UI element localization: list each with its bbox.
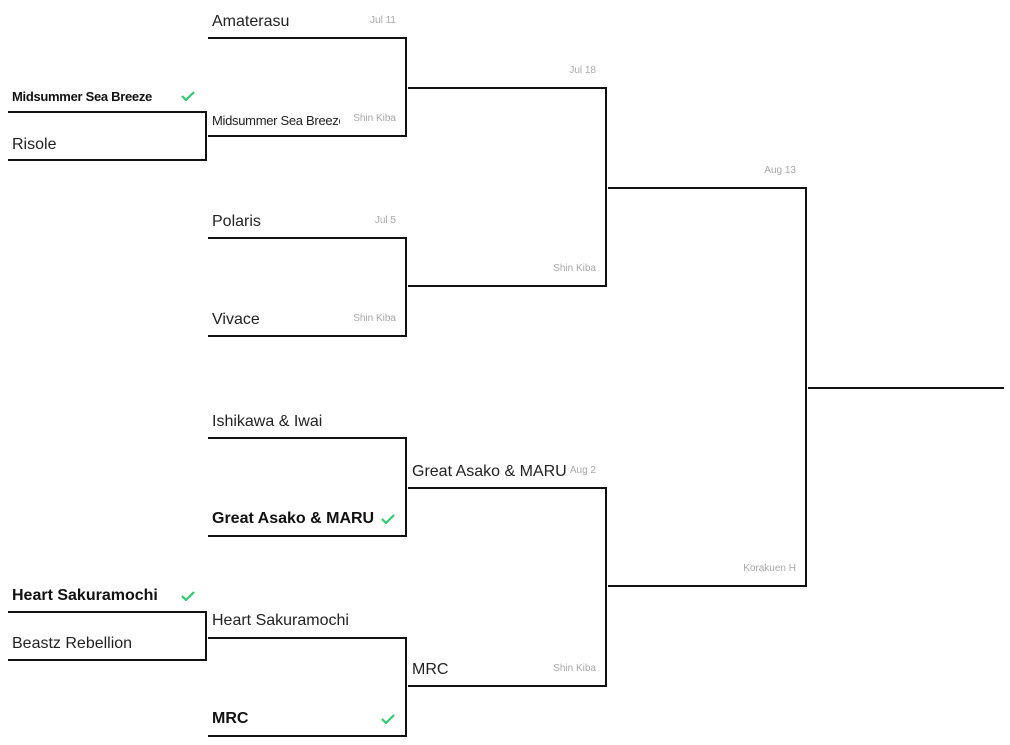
r1-m4-top[interactable]: Heart Sakuramochi: [212, 612, 349, 629]
r1-m2-top[interactable]: Polaris: [212, 213, 261, 230]
r2-m2-date: Aug 2: [569, 465, 596, 476]
r1-m3-bottom[interactable]: Great Asako & MARU: [212, 510, 375, 527]
check-icon: [381, 714, 395, 724]
r2-m2-top[interactable]: Great Asako & MARU: [412, 463, 567, 480]
r0-m2-loser[interactable]: Beastz Rebellion: [12, 635, 133, 652]
r2-m1-date: Jul 18: [569, 65, 596, 76]
r0-m1-winner[interactable]: Midsummer Sea Breeze: [12, 89, 152, 104]
final-date: Aug 13: [764, 165, 796, 176]
r1-m1-date: Jul 11: [370, 15, 396, 26]
check-icon: [181, 91, 195, 101]
r0-m1-loser[interactable]: Risole: [12, 136, 57, 153]
r1-m2-date: Jul 5: [374, 215, 396, 226]
r0-m1-connector: [8, 111, 207, 161]
r1-m3-connector: [208, 437, 407, 537]
r1-m2-connector: [208, 237, 407, 337]
r3-final-connector: [608, 187, 807, 587]
r1-m4-bottom[interactable]: MRC: [212, 710, 249, 727]
r1-m2-venue: Shin Kiba: [353, 313, 396, 324]
r1-m1-top[interactable]: Amaterasu: [212, 13, 290, 30]
r1-m3-top[interactable]: Ishikawa & Iwai: [212, 413, 323, 430]
r0-m2-winner[interactable]: Heart Sakuramochi: [12, 587, 158, 604]
r1-m1-connector: [208, 37, 407, 137]
r1-m4-connector: [208, 637, 407, 737]
r2-m2-connector: [408, 487, 607, 687]
check-icon: [181, 591, 195, 601]
r1-m1-venue: Shin Kiba: [353, 113, 396, 124]
r2-m1-connector: [408, 87, 607, 287]
r1-m1-bottom[interactable]: Midsummer Sea Breeze: [212, 113, 340, 128]
r0-m2-connector: [8, 611, 207, 661]
r1-m2-bottom[interactable]: Vivace: [212, 311, 260, 328]
check-icon: [381, 514, 395, 524]
r2-m1-venue: Shin Kiba: [553, 263, 596, 274]
r2-m2-bottom[interactable]: MRC: [412, 661, 449, 678]
r2-m2-venue: Shin Kiba: [553, 663, 596, 674]
final-venue: Korakuen H: [743, 563, 796, 574]
